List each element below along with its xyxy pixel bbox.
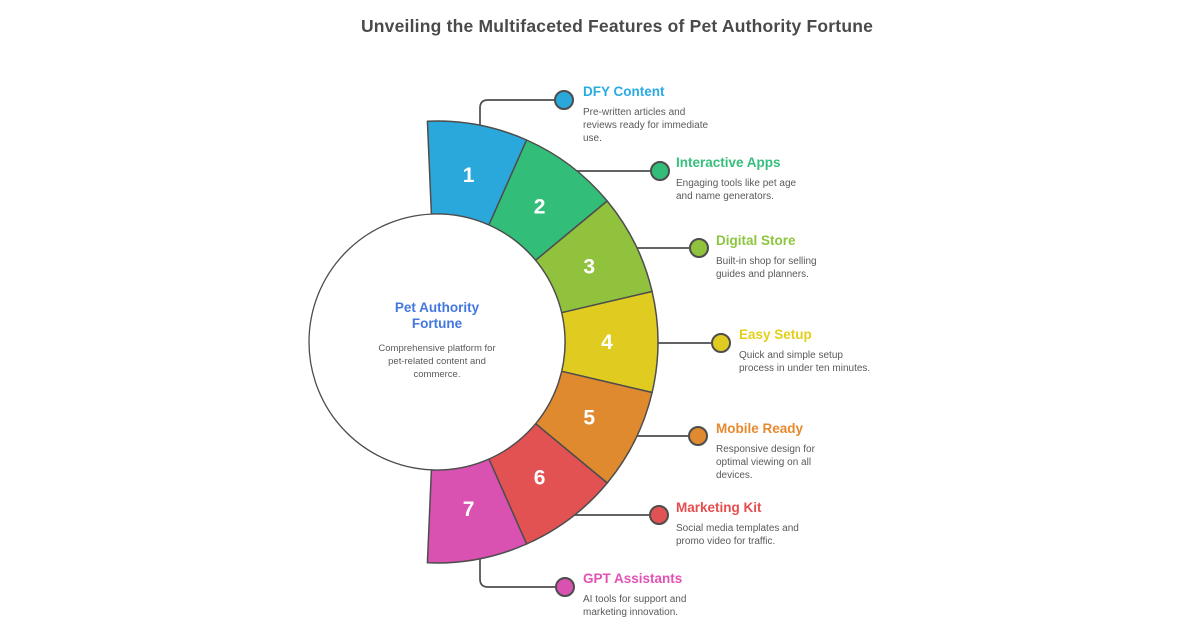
feature-title: Mobile Ready bbox=[716, 421, 804, 436]
feature-description: AI tools for support and marketing innov… bbox=[583, 594, 687, 619]
segment-number-4: 4 bbox=[601, 331, 613, 354]
feature-label-easy-setup: Easy Setup Quick and simple setup proces… bbox=[739, 327, 909, 375]
center-label: Pet Authority Fortune Comprehensive plat… bbox=[357, 300, 517, 381]
segment-number-7: 7 bbox=[463, 498, 475, 521]
segment-number-5: 5 bbox=[583, 407, 595, 430]
feature-label-dfy-content: DFY Content Pre-written articles and rev… bbox=[583, 84, 753, 146]
feature-description: Built-in shop for selling guides and pla… bbox=[716, 256, 817, 281]
feature-description: Social media templates and promo video f… bbox=[676, 523, 799, 548]
feature-dot-6 bbox=[649, 505, 669, 525]
feature-label-marketing-kit: Marketing Kit Social media templates and… bbox=[676, 500, 856, 548]
feature-dot-1 bbox=[554, 90, 574, 110]
feature-description: Engaging tools like pet age and name gen… bbox=[676, 178, 797, 203]
feature-dot-2 bbox=[650, 161, 670, 181]
feature-label-digital-store: Digital Store Built-in shop for selling … bbox=[716, 233, 876, 281]
segment-number-3: 3 bbox=[583, 255, 595, 278]
center-description: Comprehensive platform for pet-related c… bbox=[378, 342, 496, 380]
center-circle bbox=[308, 213, 566, 471]
feature-title: Easy Setup bbox=[739, 327, 812, 342]
feature-title: Marketing Kit bbox=[676, 500, 762, 515]
feature-dot-7 bbox=[555, 577, 575, 597]
segment-number-1: 1 bbox=[463, 164, 475, 187]
feature-label-mobile-ready: Mobile Ready Responsive design for optim… bbox=[716, 421, 866, 483]
feature-dot-5 bbox=[688, 426, 708, 446]
page-title: Unveiling the Multifaceted Features of P… bbox=[360, 16, 874, 36]
segment-number-2: 2 bbox=[534, 196, 546, 219]
connector-line bbox=[479, 556, 555, 588]
center-title: Pet Authority Fortune bbox=[394, 300, 480, 332]
feature-title: DFY Content bbox=[583, 84, 665, 99]
feature-label-gpt-assistants: GPT Assistants AI tools for support and … bbox=[583, 571, 753, 619]
feature-description: Quick and simple setup process in under … bbox=[739, 350, 871, 375]
feature-dot-4 bbox=[711, 333, 731, 353]
feature-title: GPT Assistants bbox=[583, 571, 683, 586]
feature-dot-3 bbox=[689, 238, 709, 258]
feature-title: Interactive Apps bbox=[676, 155, 781, 170]
feature-label-interactive-apps: Interactive Apps Engaging tools like pet… bbox=[676, 155, 846, 203]
feature-description: Pre-written articles and reviews ready f… bbox=[583, 107, 709, 145]
feature-title: Digital Store bbox=[716, 233, 796, 248]
feature-description: Responsive design for optimal viewing on… bbox=[716, 444, 815, 482]
segment-number-6: 6 bbox=[534, 467, 546, 490]
connector-line bbox=[479, 99, 554, 128]
